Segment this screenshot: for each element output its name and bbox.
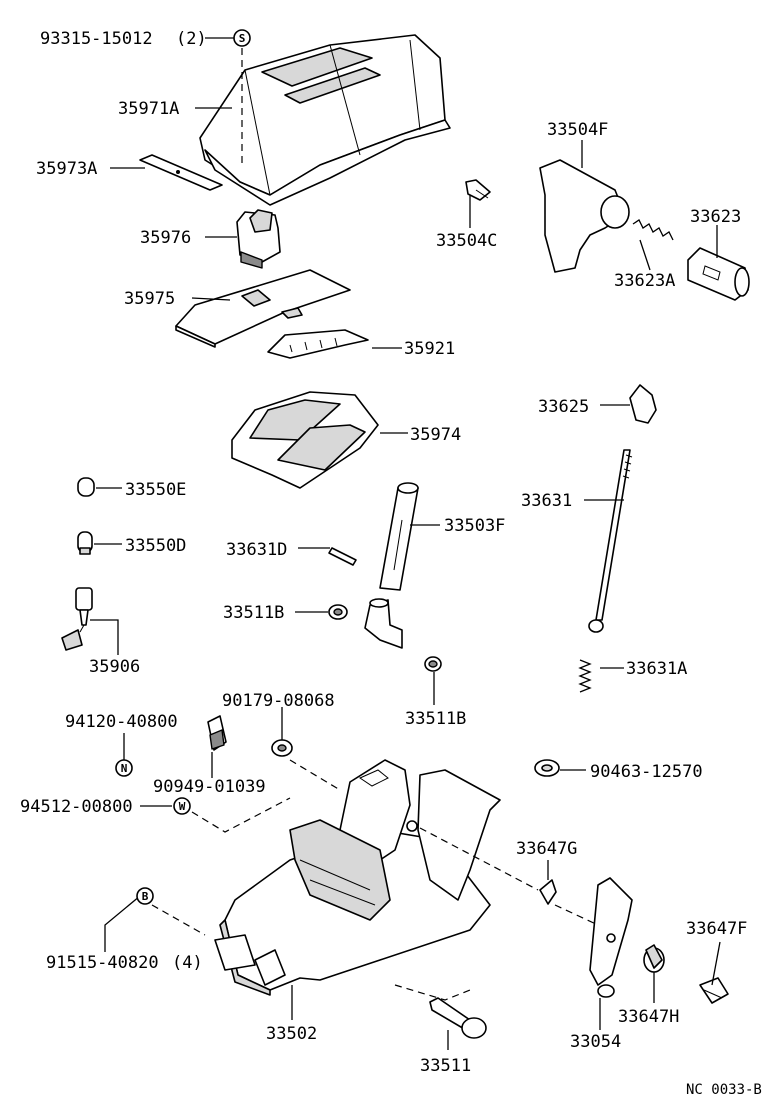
part-label-35976: 35976 [140, 228, 191, 248]
part-label-33623A: 33623A [614, 271, 675, 291]
part-label-33550E: 33550E [125, 480, 186, 500]
symbol-w-label: W [179, 800, 186, 813]
symbol-s-label: S [239, 32, 246, 45]
part-label-35906: 35906 [89, 657, 140, 677]
part-label-94512-00800: 94512-00800 [20, 797, 133, 817]
screw-33504C [465, 179, 491, 201]
part-label-33550D: 33550D [125, 536, 186, 556]
symbol-w: W [173, 797, 191, 815]
shift-knob-33504F [539, 159, 630, 273]
clip-90463-12570 [534, 759, 560, 777]
collar-33511B-lower [424, 656, 442, 672]
washer-33647G [539, 879, 557, 905]
part-label-33625: 33625 [538, 397, 589, 417]
part-label-33504F: 33504F [547, 120, 608, 140]
clip-90949-01039 [207, 715, 227, 751]
console-cover-35971A [199, 34, 451, 206]
part-label-33511B-lower: 33511B [405, 709, 466, 729]
trim-strip-35973A [139, 154, 223, 191]
spring-33623A [632, 219, 674, 241]
part-qty-91515-40820: (4) [172, 953, 203, 973]
diagram-code: NC 0033-B [686, 1082, 762, 1098]
indicator-plate-35975 [175, 269, 351, 348]
symbol-n: N [115, 759, 133, 777]
bushing-33647H [643, 944, 665, 973]
collar-33511B-upper [328, 604, 348, 620]
symbol-n-label: N [121, 762, 128, 775]
symbol-b-label: B [142, 890, 149, 903]
bulb-socket-35906 [61, 587, 93, 651]
part-label-33647H: 33647H [618, 1007, 679, 1027]
part-label-33502: 33502 [266, 1024, 317, 1044]
part-label-33511B-upper: 33511B [223, 603, 284, 623]
part-label-35973A: 35973A [36, 159, 97, 179]
plate-33054 [589, 877, 633, 998]
spring-33631A [578, 659, 592, 693]
part-label-90949-01039: 90949-01039 [153, 777, 266, 797]
leader-lines [90, 37, 721, 1050]
part-label-33623: 33623 [690, 207, 741, 227]
part-label-33631A: 33631A [626, 659, 687, 679]
part-label-33631: 33631 [521, 491, 572, 511]
nut-90179-08068 [271, 739, 293, 757]
bezel-35974 [231, 391, 379, 489]
part-qty-93315-15012: (2) [176, 29, 207, 49]
shaft-33511 [429, 997, 487, 1039]
pin-33631D [328, 547, 357, 566]
part-label-33631D: 33631D [226, 540, 287, 560]
part-label-93315-15012: 93315-15012 [40, 29, 153, 49]
bulb-33550D [77, 531, 93, 555]
elbow-fitting [364, 598, 403, 649]
indicator-housing-35976 [236, 209, 281, 269]
bolt-33647F [699, 977, 729, 1004]
lever-tube-33503F [379, 482, 419, 591]
part-label-91515-40820: 91515-40820 [46, 953, 159, 973]
part-label-35921: 35921 [404, 339, 455, 359]
part-label-94120-40800: 94120-40800 [65, 712, 178, 732]
rod-33631 [588, 449, 633, 633]
part-label-90179-08068: 90179-08068 [222, 691, 335, 711]
symbol-s: S [233, 29, 251, 47]
part-label-33647G: 33647G [516, 839, 577, 859]
part-label-33647F: 33647F [686, 919, 747, 939]
cap-33625 [629, 384, 657, 424]
part-label-90463-12570: 90463-12570 [590, 762, 703, 782]
button-33623 [687, 247, 750, 301]
shift-bracket-33502 [214, 759, 501, 996]
part-label-33503F: 33503F [444, 516, 505, 536]
part-label-33504C: 33504C [436, 231, 497, 251]
part-label-35971A: 35971A [118, 99, 179, 119]
scale-plate-35921 [267, 329, 369, 359]
symbol-b: B [136, 887, 154, 905]
part-label-33054: 33054 [570, 1032, 621, 1052]
part-label-33511: 33511 [420, 1056, 471, 1076]
part-label-35975: 35975 [124, 289, 175, 309]
bulb-33550E [77, 477, 95, 497]
part-label-35974: 35974 [410, 425, 461, 445]
